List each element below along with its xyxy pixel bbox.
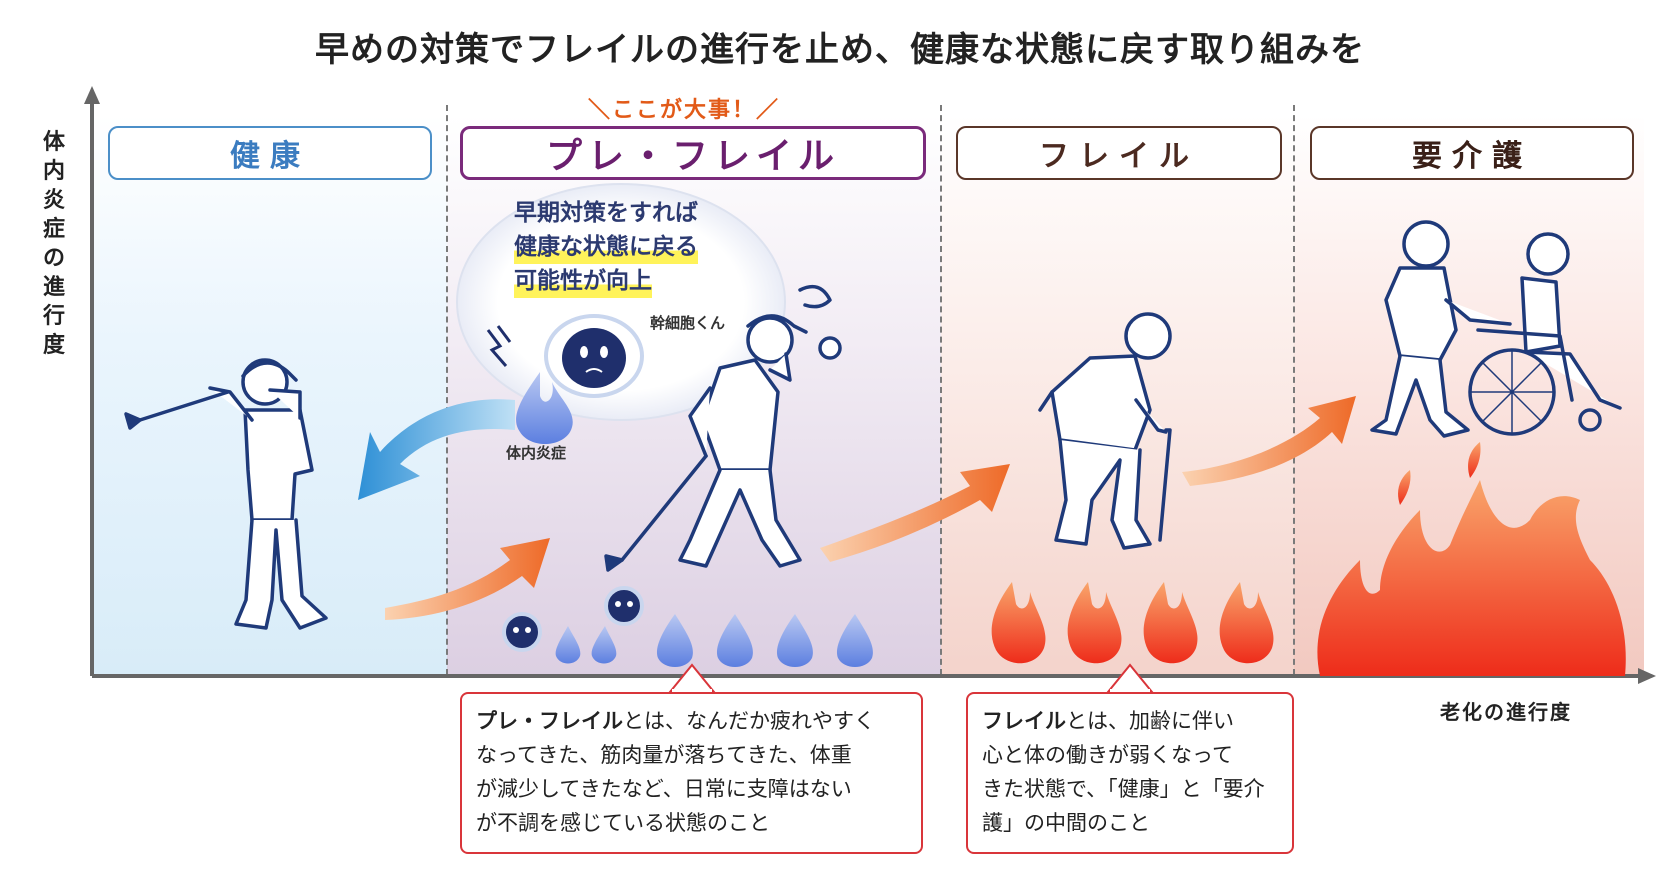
- divider-2: [940, 105, 942, 675]
- golfer-icon: [124, 358, 328, 630]
- page-title: 早めの対策でフレイルの進行を止め、健康な状態に戻す取り組みを: [315, 30, 1365, 70]
- wheelchair-icon: [1370, 220, 1622, 438]
- stage-frail: フレイル: [956, 126, 1282, 180]
- small-stem-cell-icon-2: [604, 586, 644, 626]
- blue-arrow-return: [358, 399, 515, 500]
- stage-health: 健康: [108, 126, 432, 180]
- blue-flame-icon: [555, 614, 873, 667]
- callout-frail-line-2: 心と体の働きが弱くなって: [982, 743, 1233, 767]
- bubble-line-2: 健康な状態に戻る: [514, 230, 698, 264]
- bubble-text: 早期対策をすれば 健康な状態に戻る 可能性が向上: [514, 196, 698, 298]
- important-note: ＼ここが大事！／: [588, 98, 781, 123]
- callout-frail-line-4: 護」の中間のこと: [982, 811, 1150, 835]
- callout-pre-term: プレ・フレイル: [476, 709, 623, 733]
- bubble-line-1: 早期対策をすれば: [514, 200, 698, 226]
- callout-frail-term: フレイル: [982, 709, 1066, 733]
- elderly-cane-icon: [1038, 312, 1172, 550]
- tired-golfer-icon: [604, 284, 842, 572]
- orange-arrow-2: [820, 464, 1010, 562]
- inflammation-flame-icon: [516, 372, 573, 444]
- fire-icon-small: [991, 582, 1274, 664]
- callout-pointer-pre: [667, 663, 717, 693]
- divider-3: [1293, 105, 1295, 675]
- orange-arrow-3: [1182, 396, 1356, 486]
- callout-frail-line-3: きた状態で、「健康」と「要介: [982, 777, 1265, 801]
- callout-frail-line-1: とは、加齢に伴い: [1066, 709, 1234, 733]
- callout-pointer-frail: [1105, 663, 1155, 693]
- small-stem-cell-icon-1: [502, 612, 542, 652]
- divider-1: [446, 105, 448, 675]
- inflammation-label: 体内炎症: [506, 444, 567, 462]
- callout-pre-line-4: が不調を感じている状態のこと: [476, 811, 770, 835]
- stage-pre-frail: プレ・フレイル: [460, 126, 926, 180]
- y-axis: [84, 86, 100, 676]
- y-axis-label: 体 内 炎 症 の 進 行 度: [42, 130, 65, 358]
- orange-arrow-1: [385, 538, 550, 620]
- callout-pre-frail: プレ・フレイルとは、なんだか疲れやすく なってきた、筋肉量が落ちてきた、体重 が…: [460, 692, 923, 854]
- callout-pre-line-3: が減少してきたなど、日常に支障はない: [476, 777, 852, 801]
- callout-pre-line-2: なってきた、筋肉量が落ちてきた、体重: [476, 743, 852, 767]
- callout-pre-line-1: とは、なんだか疲れやすく: [623, 709, 875, 733]
- x-axis-label: 老化の進行度: [1440, 700, 1572, 724]
- stem-cell-label: 幹細胞くん: [650, 314, 726, 332]
- stem-cell-icon: [544, 314, 644, 398]
- callout-frail: フレイルとは、加齢に伴い 心と体の働きが弱くなって きた状態で、「健康」と「要介…: [966, 692, 1294, 854]
- bubble-line-3: 可能性が向上: [514, 264, 652, 298]
- fire-icon-large: [1317, 442, 1626, 676]
- stage-care: 要介護: [1310, 126, 1634, 180]
